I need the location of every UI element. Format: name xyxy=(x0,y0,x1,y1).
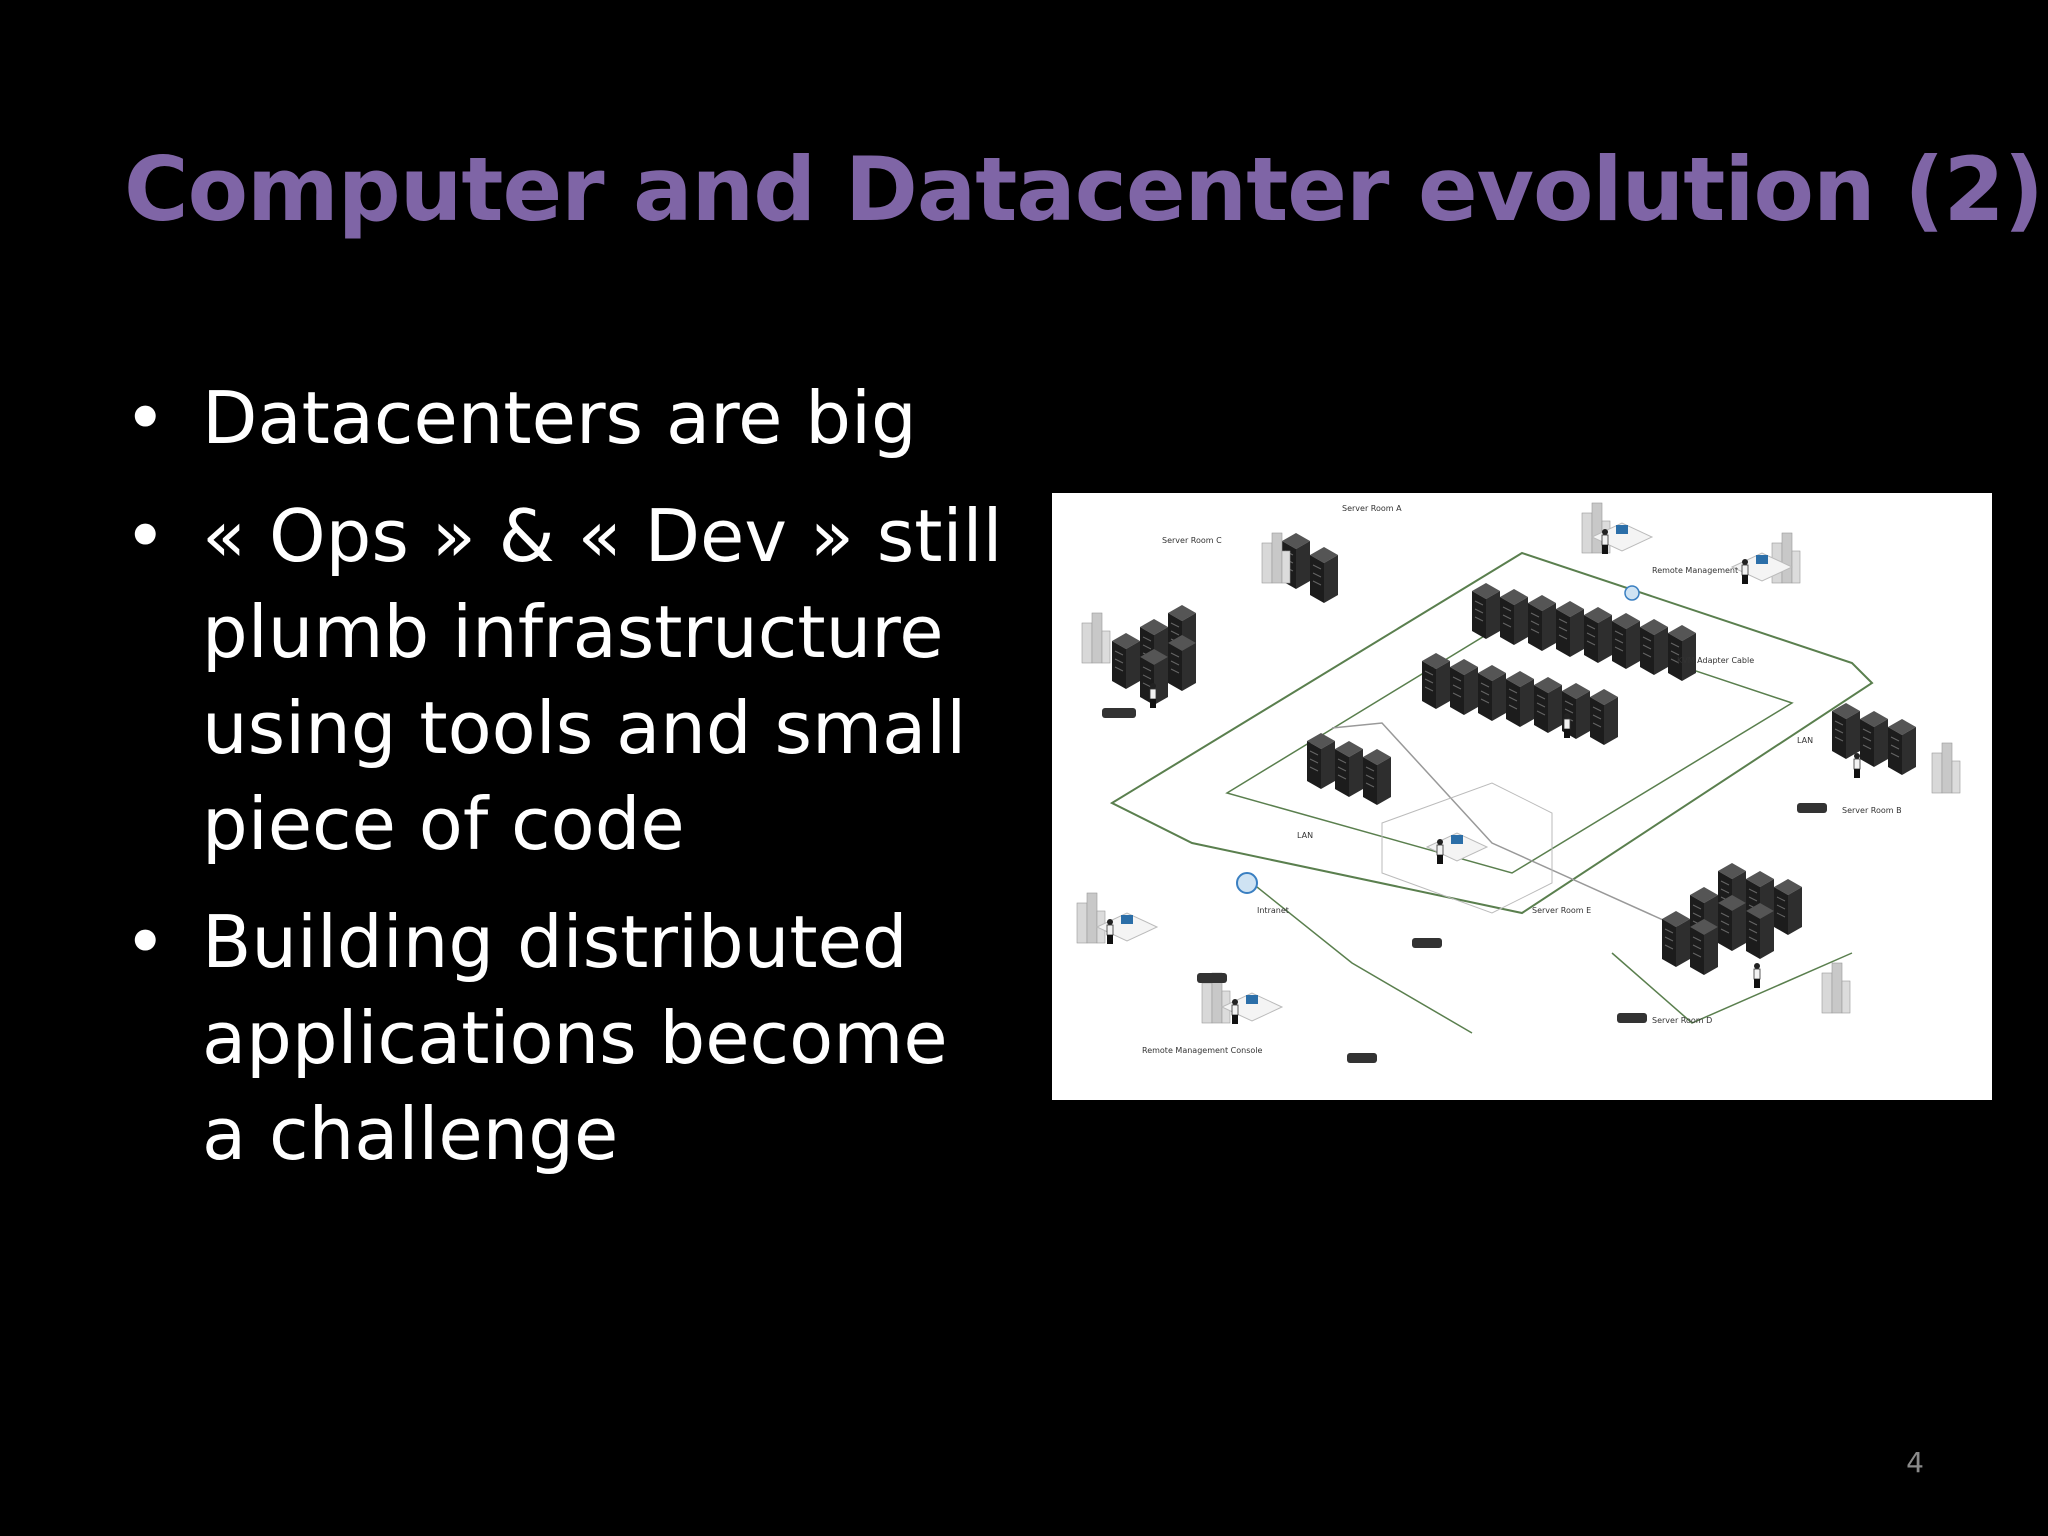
bullet-list: • Datacenters are big • « Ops » & « Dev … xyxy=(124,370,1004,1204)
label-lan: LAN xyxy=(1797,736,1813,745)
page-number: 4 xyxy=(1906,1446,1924,1479)
label-server-room-d: Server Room D xyxy=(1652,1016,1712,1025)
label-remote-management: Remote Management xyxy=(1652,566,1738,575)
label-remote-console: Remote Management Console xyxy=(1142,1046,1262,1055)
label-kvm-cable: KVM Adapter Cable xyxy=(1677,656,1754,665)
bullet-item: • « Ops » & « Dev » still plumb infrastr… xyxy=(124,488,1004,872)
label-server-room-b: Server Room B xyxy=(1842,806,1902,815)
datacenter-diagram-svg: Server Room C Server Room A KVM Adapter … xyxy=(1076,502,1961,1063)
label-server-room-e: Server Room E xyxy=(1532,906,1591,915)
label-intranet: Intranet xyxy=(1257,906,1289,915)
slide-title: Computer and Datacenter evolution (2) xyxy=(124,138,2044,241)
bullet-item: • Building distributed applications beco… xyxy=(124,894,1004,1182)
bullet-symbol: • xyxy=(124,376,167,460)
bullet-text: « Ops » & « Dev » still plumb infrastruc… xyxy=(202,494,1003,866)
label-lan: LAN xyxy=(1297,831,1313,840)
intranet-globe-icon xyxy=(1236,872,1258,894)
datacenter-diagram-image: Server Room C Server Room A KVM Adapter … xyxy=(1052,493,1992,1100)
bullet-text: Datacenters are big xyxy=(202,376,917,460)
bullet-item: • Datacenters are big xyxy=(124,370,1004,466)
bullet-symbol: • xyxy=(124,900,167,984)
bullet-symbol: • xyxy=(124,494,167,578)
label-server-room-a: Server Room A xyxy=(1342,504,1402,513)
label-server-room-c: Server Room C xyxy=(1162,536,1222,545)
intranet-globe-icon xyxy=(1624,585,1640,601)
bullet-text: Building distributed applications become… xyxy=(202,900,948,1176)
